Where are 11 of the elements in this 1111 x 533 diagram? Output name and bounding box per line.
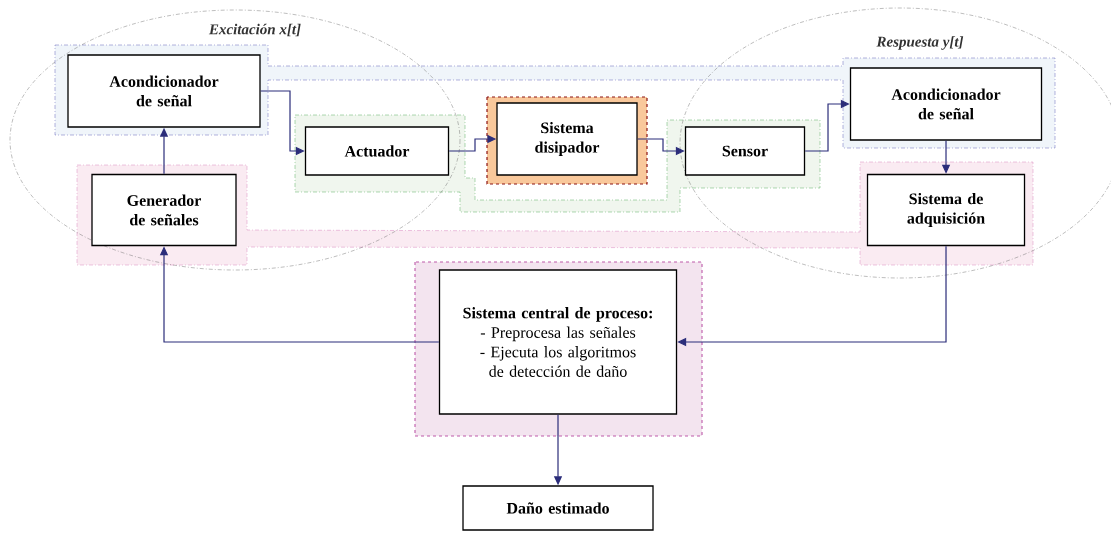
group-heading: Respuesta y[t] bbox=[876, 36, 964, 50]
process-box: Generador de señales bbox=[91, 173, 237, 247]
process-box: Sistema central de proceso: - Preprocesa las señales - Ejecuta los algoritmos de detección de daño bbox=[438, 269, 678, 415]
process-box: Sistema de adquisición bbox=[866, 173, 1026, 247]
process-box: Sistema disipador bbox=[496, 102, 638, 176]
process-box: Acondicionador de señal bbox=[67, 54, 261, 128]
process-box: Acondicionador de señal bbox=[849, 67, 1043, 141]
process-box: Daño estimado bbox=[462, 485, 654, 531]
process-box: Actuador bbox=[304, 126, 450, 176]
process-box: Sensor bbox=[684, 126, 806, 176]
group-heading: Excitación x[t] bbox=[208, 23, 301, 37]
